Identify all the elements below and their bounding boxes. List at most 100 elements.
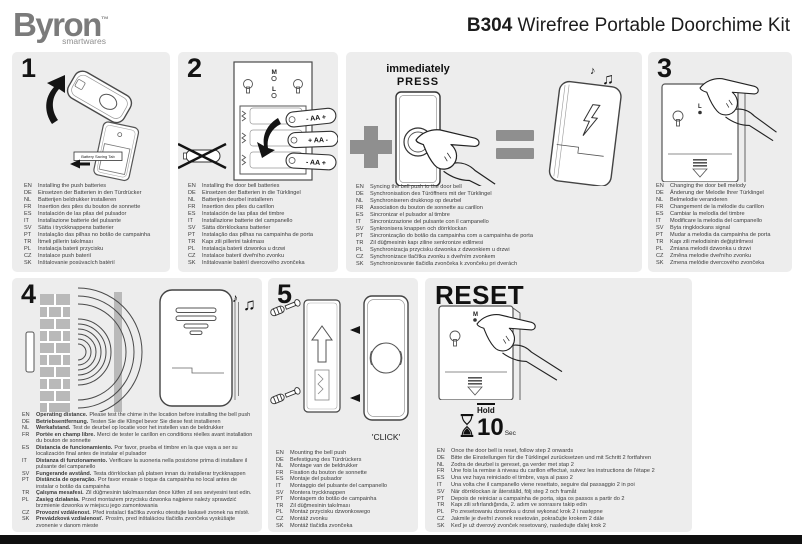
aa-battery: - AA + [285, 107, 337, 128]
instruction-text: Synkronisera knappen och dörrklockan [370, 226, 467, 232]
instruction-text: Cambiar la melodía del timbre [670, 211, 745, 217]
instruction-text: Einsetzen der Batterien in den Türdrücke… [38, 190, 142, 196]
language-code: TR [24, 239, 32, 245]
melody-button [698, 110, 702, 115]
instruction-text: Instalação das pilhas no botão de campai… [38, 232, 151, 238]
instruction-text: Synchronizovanie tlačidla zvončeka k zvo… [370, 261, 518, 267]
hold-duration: 10 [477, 414, 504, 441]
no-battery-icon [178, 142, 227, 170]
instruction-text: Changing the door bell melody [670, 183, 746, 189]
instruction-detail: Przed montażem przycisku dzwonka najpier… [36, 496, 237, 510]
instruction-text: Batterijen deurbel installeren [202, 197, 273, 203]
language-code: TR [356, 240, 364, 246]
section-number: 5 [277, 279, 293, 309]
instruction-lead: Prevádzková vzdialenosť. [36, 516, 104, 522]
language-code: SK [276, 522, 284, 529]
battery-saving-tab-label: Battery Saving Tab [81, 154, 115, 159]
brick-wall [40, 294, 70, 412]
instruction-text: Montaż przycisku dzwonkowego [290, 509, 371, 516]
instruction-text: Instalação das pilhas na campainha de po… [202, 232, 314, 238]
reset-illustration: M [438, 305, 563, 400]
screw-icon [270, 299, 301, 317]
language-code: FR [356, 205, 364, 211]
language-code: IT [188, 218, 193, 224]
section-number: 1 [21, 53, 37, 83]
instruction-text: Distância de operação.Por favor ensaie o… [36, 477, 256, 490]
instruction-text: Montagem do botão de campainha [290, 496, 377, 503]
instruction-text: Portée en champ libre.Merci de tester le… [36, 432, 256, 445]
equals-icon [496, 130, 534, 159]
portable-chime [548, 80, 622, 186]
instruction-text: Una volta che il campanello viene resett… [451, 481, 635, 488]
language-code: PL [22, 496, 29, 503]
language-code: EN [188, 183, 196, 189]
instruction-text: Sincronização do botão da campainha com … [370, 233, 533, 239]
instruction-text: Bitte die Einstellungen für die Türkling… [451, 454, 652, 461]
reset-title: RESET [435, 280, 525, 310]
instruction-text: Batterijen beldrukker installeren [38, 197, 117, 203]
instruction-text: Einsetzen der Batterien in die Türklinge… [202, 190, 301, 196]
language-code: FR [276, 469, 284, 476]
instruction-text: Po zresetowaniu dzwonka u drzwi wykonać … [451, 509, 603, 516]
language-code: SV [188, 225, 196, 231]
language-code: PT [22, 477, 30, 483]
instruction-text: Inštalovanie batérií dvercového zvončeka [202, 260, 305, 266]
language-code: CZ [276, 515, 284, 522]
instruction-detail: Před instalací tlačítka zvonku otestujte… [92, 509, 250, 516]
instruction-text: Sincronizar el pulsador al timbre [370, 212, 450, 218]
instruction-text: Prevádzková vzdialenosť.Prosím, pred inš… [36, 516, 256, 529]
mounting-plate [303, 299, 341, 413]
battery-springs [241, 110, 247, 166]
byron-logo: Byron™ smartwares [13, 3, 109, 47]
section-2-installing-doorbell-batteries: 2 M L - [178, 52, 338, 272]
instruction-text: Depois de reiniciar a campainha de porta… [451, 495, 625, 502]
instruction-text: Kapı zili sıfırlandığında, 2. adım ve so… [451, 502, 587, 509]
instruction-text: Jakmile je dveřní zvonek resetován, pokr… [451, 515, 604, 522]
language-code: PT [437, 495, 445, 502]
svg-text:+ AA -: + AA - [308, 137, 329, 145]
instruction-text: Once the door bell is reset, follow step… [451, 448, 574, 454]
language-code: SK [24, 260, 32, 266]
instruction-text: Installing the push batteries [38, 183, 107, 189]
hold-label: Hold [477, 403, 495, 415]
language-code: FR [22, 431, 30, 438]
hold-unit: Sec [504, 430, 516, 437]
language-code: PT [188, 232, 196, 238]
language-code: ES [276, 476, 284, 483]
svg-text:- AA +: - AA + [306, 159, 326, 167]
instruction-lead: Distância de operação. [36, 477, 96, 483]
screw-icon [270, 387, 301, 405]
instruction-text: Synchronizacja przycisku dzwonka z dzwon… [370, 247, 510, 253]
volume-button [271, 92, 277, 99]
language-code: PL [276, 509, 283, 516]
instruction-text: Instalación de las pilas del pulsador [38, 211, 127, 217]
language-code: SV [22, 470, 30, 477]
instruction-text: Une fois la remise à niveau du carillon … [451, 468, 655, 475]
